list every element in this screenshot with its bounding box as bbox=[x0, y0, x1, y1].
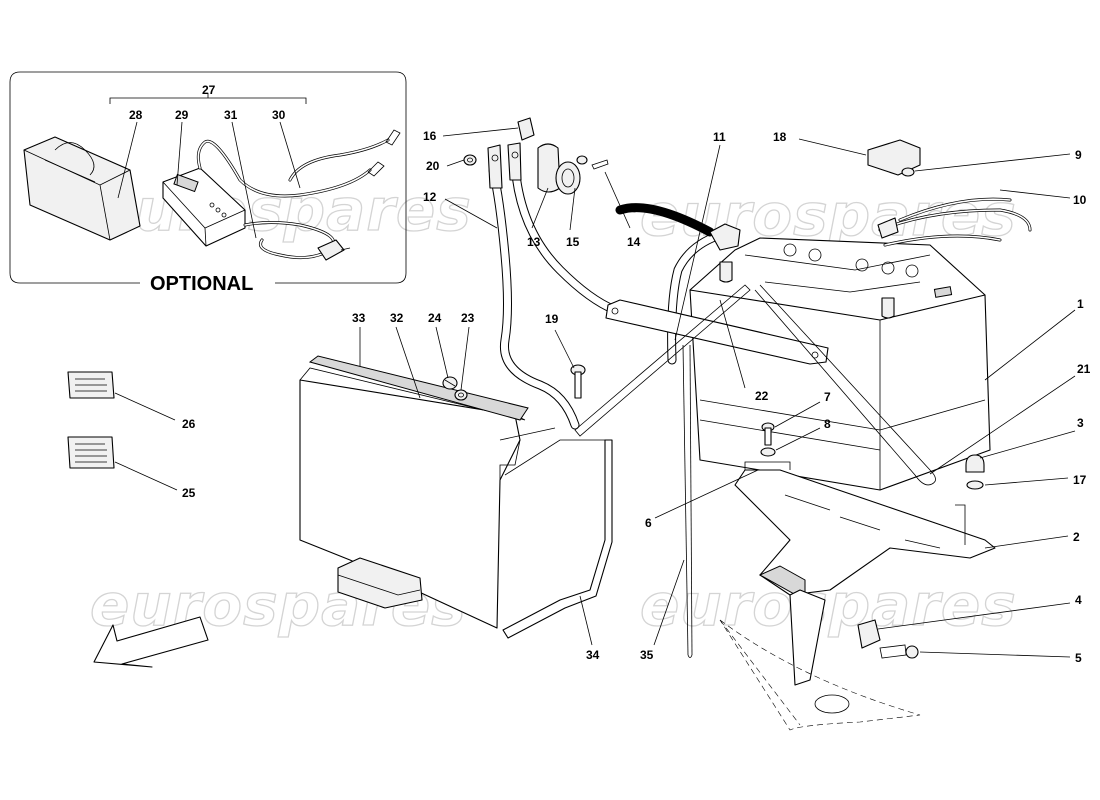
callout-29: 29 bbox=[175, 108, 189, 122]
callout-24: 24 bbox=[428, 311, 442, 325]
warning-label-25 bbox=[67, 436, 178, 491]
callout-16: 16 bbox=[423, 129, 437, 143]
nut-3 bbox=[965, 454, 985, 473]
front-direction-arrow-icon bbox=[93, 616, 209, 668]
watermark-1: eurospares bbox=[95, 176, 472, 244]
battery-cover bbox=[299, 355, 610, 629]
sensor-wires bbox=[877, 197, 1032, 247]
bolt-7 bbox=[760, 422, 776, 457]
callout-23: 23 bbox=[461, 311, 475, 325]
callout-25: 25 bbox=[182, 486, 196, 500]
callout-5: 5 bbox=[1075, 651, 1082, 665]
callout-35: 35 bbox=[640, 648, 654, 662]
callout-22: 22 bbox=[755, 389, 769, 403]
callout-27: 27 bbox=[202, 83, 216, 97]
callout-8: 8 bbox=[824, 417, 831, 431]
callout-32: 32 bbox=[390, 311, 404, 325]
tie-rod bbox=[754, 284, 936, 486]
tray-bracket bbox=[789, 589, 919, 686]
callout-12: 12 bbox=[423, 190, 437, 204]
terminal-cover bbox=[867, 139, 921, 176]
callout-19: 19 bbox=[545, 312, 559, 326]
callout-numbers: 27 28 29 31 30 16 20 12 13 15 14 11 18 9… bbox=[129, 83, 1091, 665]
callout-9: 9 bbox=[1075, 148, 1082, 162]
bolt-19 bbox=[570, 364, 586, 399]
callout-31: 31 bbox=[224, 108, 238, 122]
callout-21: 21 bbox=[1077, 362, 1091, 376]
callout-26: 26 bbox=[182, 417, 196, 431]
callout-2: 2 bbox=[1073, 530, 1080, 544]
charger-bag bbox=[23, 136, 141, 241]
callout-7: 7 bbox=[824, 390, 831, 404]
callout-17: 17 bbox=[1073, 473, 1087, 487]
floor-outline bbox=[719, 619, 921, 731]
charger-icon bbox=[162, 167, 246, 247]
callout-20: 20 bbox=[426, 159, 440, 173]
callout-30: 30 bbox=[272, 108, 286, 122]
seal-strip bbox=[502, 439, 613, 639]
callout-15: 15 bbox=[566, 235, 580, 249]
callout-1: 1 bbox=[1077, 297, 1084, 311]
battery-cables bbox=[488, 160, 725, 658]
callout-3: 3 bbox=[1077, 416, 1084, 430]
callout-33: 33 bbox=[352, 311, 366, 325]
main-switch-hardware bbox=[463, 117, 609, 195]
callout-4: 4 bbox=[1075, 593, 1082, 607]
washer-17 bbox=[966, 480, 984, 490]
callout-11: 11 bbox=[713, 130, 726, 144]
optional-inset: OPTIONAL bbox=[9, 71, 407, 295]
callout-10: 10 bbox=[1073, 193, 1087, 207]
leader-lines bbox=[359, 127, 1076, 658]
optional-label: OPTIONAL bbox=[150, 273, 253, 295]
clamp-bar bbox=[605, 299, 829, 365]
callout-28: 28 bbox=[129, 108, 143, 122]
warning-label-26 bbox=[67, 371, 176, 421]
battery-tray bbox=[734, 461, 996, 601]
callout-34: 34 bbox=[586, 648, 600, 662]
callout-18: 18 bbox=[773, 130, 787, 144]
callout-6: 6 bbox=[645, 516, 652, 530]
terminal-nut bbox=[901, 167, 915, 177]
callout-13: 13 bbox=[527, 235, 541, 249]
callout-14: 14 bbox=[627, 235, 641, 249]
battery-icon bbox=[689, 223, 991, 491]
watermark-2: eurospares bbox=[640, 181, 1017, 249]
